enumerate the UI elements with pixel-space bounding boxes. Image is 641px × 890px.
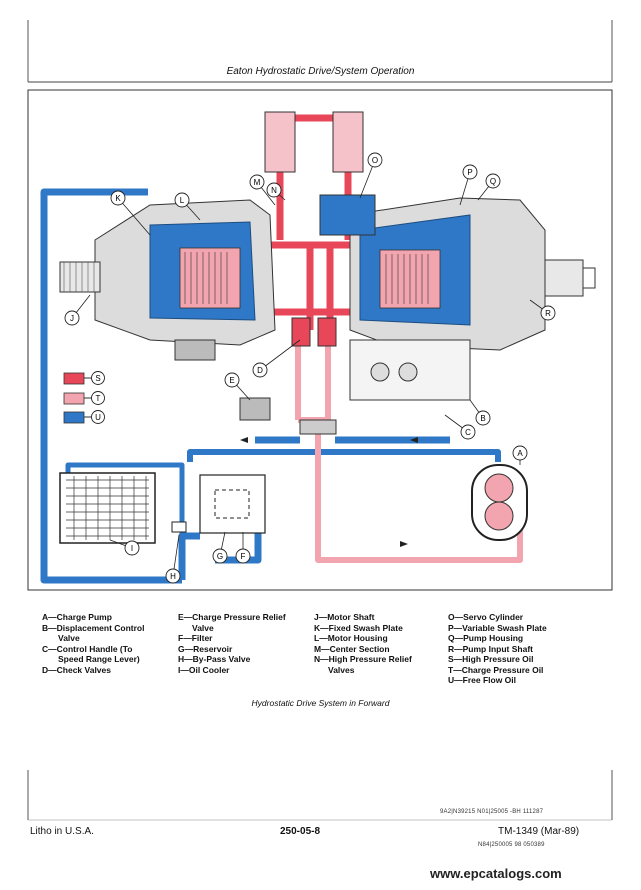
callout-layer: A BC D E F G H I J K L M N O P Q R S T U bbox=[64, 152, 556, 584]
legend-key-circle-s bbox=[91, 371, 105, 385]
callout-label-r: R bbox=[545, 309, 551, 318]
legend-entry: K—Fixed Swash Plate bbox=[314, 622, 403, 633]
diagram-frame bbox=[27, 89, 613, 591]
reservoir bbox=[199, 474, 266, 534]
callout-label-i: I bbox=[131, 544, 133, 553]
footer-litho: Litho in U.S.A. bbox=[30, 826, 94, 837]
callout-label-o: O bbox=[372, 156, 378, 165]
charge-pump bbox=[471, 464, 528, 541]
footer-manual-id: TM-1349 (Mar-89) bbox=[498, 826, 580, 837]
legend-col-1: A—Charge Pump B—Displacement Control Val… bbox=[42, 612, 152, 675]
callout-circle-p bbox=[462, 164, 478, 180]
swatch-free-flow bbox=[63, 411, 85, 424]
pump-housing bbox=[349, 197, 596, 401]
legend-entry: Q—Pump Housing bbox=[448, 633, 524, 643]
legend-entry: Valve bbox=[58, 633, 80, 643]
callout-circle-f bbox=[235, 548, 251, 564]
legend-entry: R—Pump Input Shaft bbox=[448, 643, 533, 654]
legend-col-2: E—Charge Pressure Relief Valve F—Filter … bbox=[178, 612, 298, 675]
callout-circle-i bbox=[124, 540, 140, 556]
legend-entry: F—Filter bbox=[178, 633, 213, 643]
legend-entry: Valves bbox=[328, 664, 355, 675]
motor-housing bbox=[59, 199, 276, 361]
legend-entry: L—Motor Housing bbox=[314, 633, 388, 643]
legend-col-3: J—Motor Shaft K—Fixed Swash Plate L—Moto… bbox=[314, 612, 434, 675]
legend-entry: G—Reservoir bbox=[178, 643, 233, 654]
callout-label-c: C bbox=[465, 428, 471, 437]
callout-circle-g bbox=[212, 548, 228, 564]
callout-label-e: E bbox=[229, 376, 234, 385]
callout-leader bbox=[259, 339, 301, 371]
legend-entry: A—Charge Pump bbox=[42, 612, 112, 622]
legend-entry: S—High Pressure Oil bbox=[448, 654, 534, 664]
callout-circle-h bbox=[165, 568, 181, 584]
callout-circle-c bbox=[460, 424, 476, 440]
callout-label-a: A bbox=[517, 449, 523, 458]
callout-circle-a bbox=[512, 445, 528, 461]
legend-entry: T—Charge Pressure Oil bbox=[448, 664, 544, 675]
watermark-url: www.epcatalogs.com bbox=[430, 866, 562, 881]
callout-circle-l bbox=[174, 192, 190, 208]
callout-leader bbox=[117, 197, 151, 236]
callout-circle-d bbox=[252, 362, 268, 378]
callout-label-h: H bbox=[170, 572, 176, 581]
callout-label-p: P bbox=[467, 168, 472, 177]
legend-entry: O—Servo Cylinder bbox=[448, 612, 524, 622]
legend-entry: J—Motor Shaft bbox=[314, 612, 375, 622]
legend-key-circle-t bbox=[91, 391, 105, 405]
callout-circle-r bbox=[540, 305, 556, 321]
callout-label-q: Q bbox=[490, 177, 496, 186]
legend-entry: C—Control Handle (To bbox=[42, 643, 133, 654]
swatch-charge-pressure bbox=[63, 392, 85, 405]
legend-entry: H—By-Pass Valve bbox=[178, 654, 251, 664]
callout-circle-o bbox=[367, 152, 383, 168]
oil-cooler bbox=[59, 472, 156, 544]
callout-circle-k bbox=[110, 190, 126, 206]
callout-circle-b bbox=[475, 410, 491, 426]
callout-label-b: B bbox=[480, 414, 485, 423]
bypass-valve bbox=[171, 521, 187, 533]
callout-circle-e bbox=[224, 372, 240, 388]
legend-entry: B—Displacement Control bbox=[42, 622, 145, 633]
callout-circle-j bbox=[64, 310, 80, 326]
callout-label-g: G bbox=[217, 552, 223, 561]
figure-caption: Hydrostatic Drive System in Forward bbox=[251, 698, 390, 708]
flow-arrows bbox=[240, 437, 418, 547]
legend-key-label-s: S bbox=[95, 374, 100, 383]
footer-page-number: 250-05-8 bbox=[280, 826, 321, 837]
callout-circle-q bbox=[485, 173, 501, 189]
page-header-title: Eaton Hydrostatic Drive/System Operation bbox=[226, 66, 415, 77]
legend-key-circle-u bbox=[91, 410, 105, 424]
reference-code-1: 9A2|N39215 N01|25005 -BH 111287 bbox=[440, 809, 544, 815]
callout-label-d: D bbox=[257, 366, 263, 375]
callout-label-m: M bbox=[254, 178, 261, 187]
legend-entry: D—Check Valves bbox=[42, 664, 111, 675]
legend-entry: N—High Pressure Relief bbox=[314, 654, 412, 664]
legend-entry: Valve bbox=[192, 622, 214, 633]
free-flow-lines bbox=[40, 188, 501, 584]
legend-key-label-u: U bbox=[95, 413, 101, 422]
legend-entry: Speed Range Lever) bbox=[58, 654, 140, 664]
callout-label-k: K bbox=[115, 194, 121, 203]
callout-label-n: N bbox=[271, 186, 277, 195]
valve-stack bbox=[239, 111, 376, 435]
legend-col-4: O—Servo Cylinder P—Variable Swash Plate … bbox=[448, 612, 598, 686]
callout-circle-m bbox=[249, 174, 265, 190]
legend-entry: U—Free Flow Oil bbox=[448, 675, 517, 685]
callout-label-j: J bbox=[70, 314, 74, 323]
callout-circle-n bbox=[266, 182, 282, 198]
legend-entry: E—Charge Pressure Relief bbox=[178, 612, 286, 622]
legend-entry: M—Center Section bbox=[314, 643, 390, 654]
swatch-high-pressure bbox=[63, 372, 85, 385]
callout-label-l: L bbox=[180, 196, 185, 205]
callout-label-f: F bbox=[241, 552, 246, 561]
legend-entry: I—Oil Cooler bbox=[178, 664, 230, 675]
reference-code-2: N84|250005 98 050389 bbox=[478, 842, 545, 848]
legend-key-label-t: T bbox=[96, 394, 101, 403]
legend-entry: P—Variable Swash Plate bbox=[448, 622, 547, 633]
